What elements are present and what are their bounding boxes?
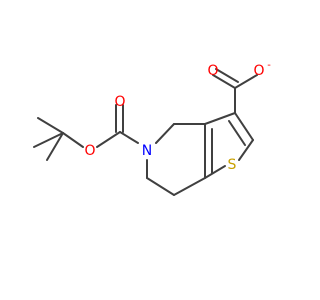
bond-tbu-c1 [37, 117, 64, 134]
atom-oxygen-acid-carbonyl: O [207, 63, 218, 79]
bond-s-c7a [204, 165, 226, 179]
atom-oxygen-boc-carbonyl: O [114, 94, 125, 110]
bond-tbu-o [62, 132, 84, 148]
molecule-canvas: O O N S O O - [33, 60, 272, 196]
atom-sulfur: S [228, 157, 237, 173]
bond-ccarb-o-double-a [212, 74, 236, 89]
bond-c2-s [238, 139, 254, 161]
bond-ch2-c7a [173, 177, 206, 196]
atom-oxygen-carboxylate: O [253, 63, 264, 79]
bond-n-ch2-top [155, 123, 175, 144]
bond-c3a-c3 [204, 112, 236, 125]
bond-cboc-n [119, 131, 139, 144]
atom-charge-minus: - [267, 60, 271, 71]
bond-ccarb-o-single [234, 74, 258, 89]
atom-nitrogen: N [142, 143, 152, 159]
bond-ch2-ch2 [146, 177, 175, 196]
bond-ccarb-o-double-b [215, 68, 239, 83]
bond-c3-c2-a [234, 112, 254, 141]
bond-tbu-c2 [33, 132, 64, 148]
bond-tbu-c3 [46, 132, 64, 161]
bond-o-cboc [96, 131, 121, 148]
atom-oxygen-boc-ester: O [84, 143, 95, 159]
bond-c3-c2-b [228, 120, 246, 146]
molecule-structure: O O N S O O - [33, 60, 271, 196]
